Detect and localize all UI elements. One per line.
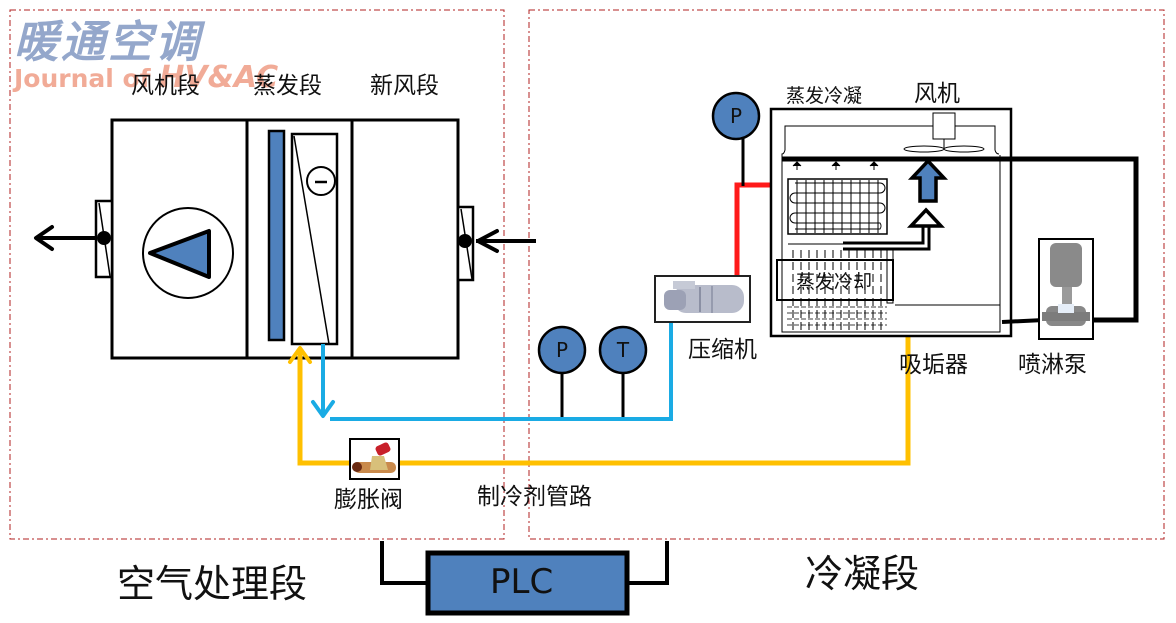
fan-blower-icon [142, 207, 234, 299]
evaporator-coil [290, 132, 339, 346]
journal-logo-title: 暖通空调 [14, 17, 202, 68]
fresh-air-arrow-icon [476, 229, 536, 253]
pressure-gauge-high [711, 91, 761, 186]
suction-line [311, 322, 673, 421]
condensing-section-label: 冷凝段 [805, 552, 920, 596]
scale-absorber-label: 吸垢器 [899, 352, 968, 378]
expansion-valve-label: 膨胀阀 [334, 487, 403, 513]
plc-controller [425, 550, 630, 616]
airflow-bend-arrow-icon [843, 207, 946, 251]
pressure-gauge-low [537, 325, 587, 417]
condenser-fan-label: 风机 [914, 81, 960, 107]
plc-wire-right [627, 541, 669, 585]
plc-wire-left [380, 541, 428, 585]
evaporative-condenser [769, 107, 1136, 338]
air-handling-boundary [9, 9, 505, 540]
discharge-line [734, 182, 778, 280]
air-handling-section-label: 空气处理段 [117, 562, 308, 606]
pressure-gauge-high-label: P [730, 104, 742, 128]
compressor [654, 275, 751, 323]
journal-logo-prefix: Journal of [14, 64, 160, 93]
exhaust-damper [94, 199, 114, 279]
spray-pump [1038, 238, 1094, 340]
evap-cooling-label: 蒸发冷却 [796, 271, 873, 293]
filter-bar [267, 129, 286, 342]
expansion-valve [349, 438, 400, 480]
temperature-gauge-low [598, 325, 648, 417]
pressure-gauge-low-label: P [556, 338, 568, 362]
fresh-air-damper [456, 205, 475, 282]
journal-logo-subtitle: Journal of HV&AC [14, 60, 278, 95]
exhaust-arrow-icon [34, 225, 96, 251]
spray-water-loop [1000, 156, 1139, 323]
plc-label: PLC [490, 562, 554, 602]
refrigerant-pipeline-label: 制冷剂管路 [477, 484, 592, 510]
fan-section-label: 风机段 [131, 73, 200, 99]
temperature-gauge-low-label: T [616, 338, 630, 362]
airflow-up-arrow-icon [907, 158, 949, 203]
journal-logo-brand: HV&AC [159, 60, 279, 95]
evap-condensing-label: 蒸发冷凝 [786, 85, 863, 107]
fresh-air-section-label: 新风段 [370, 73, 439, 99]
spray-pump-label: 喷淋泵 [1018, 352, 1087, 378]
condensing-boundary [528, 9, 1165, 540]
evaporator-section-label: 蒸发段 [253, 73, 322, 99]
compressor-label: 压缩机 [688, 337, 757, 363]
spray-water-return [1001, 318, 1045, 324]
